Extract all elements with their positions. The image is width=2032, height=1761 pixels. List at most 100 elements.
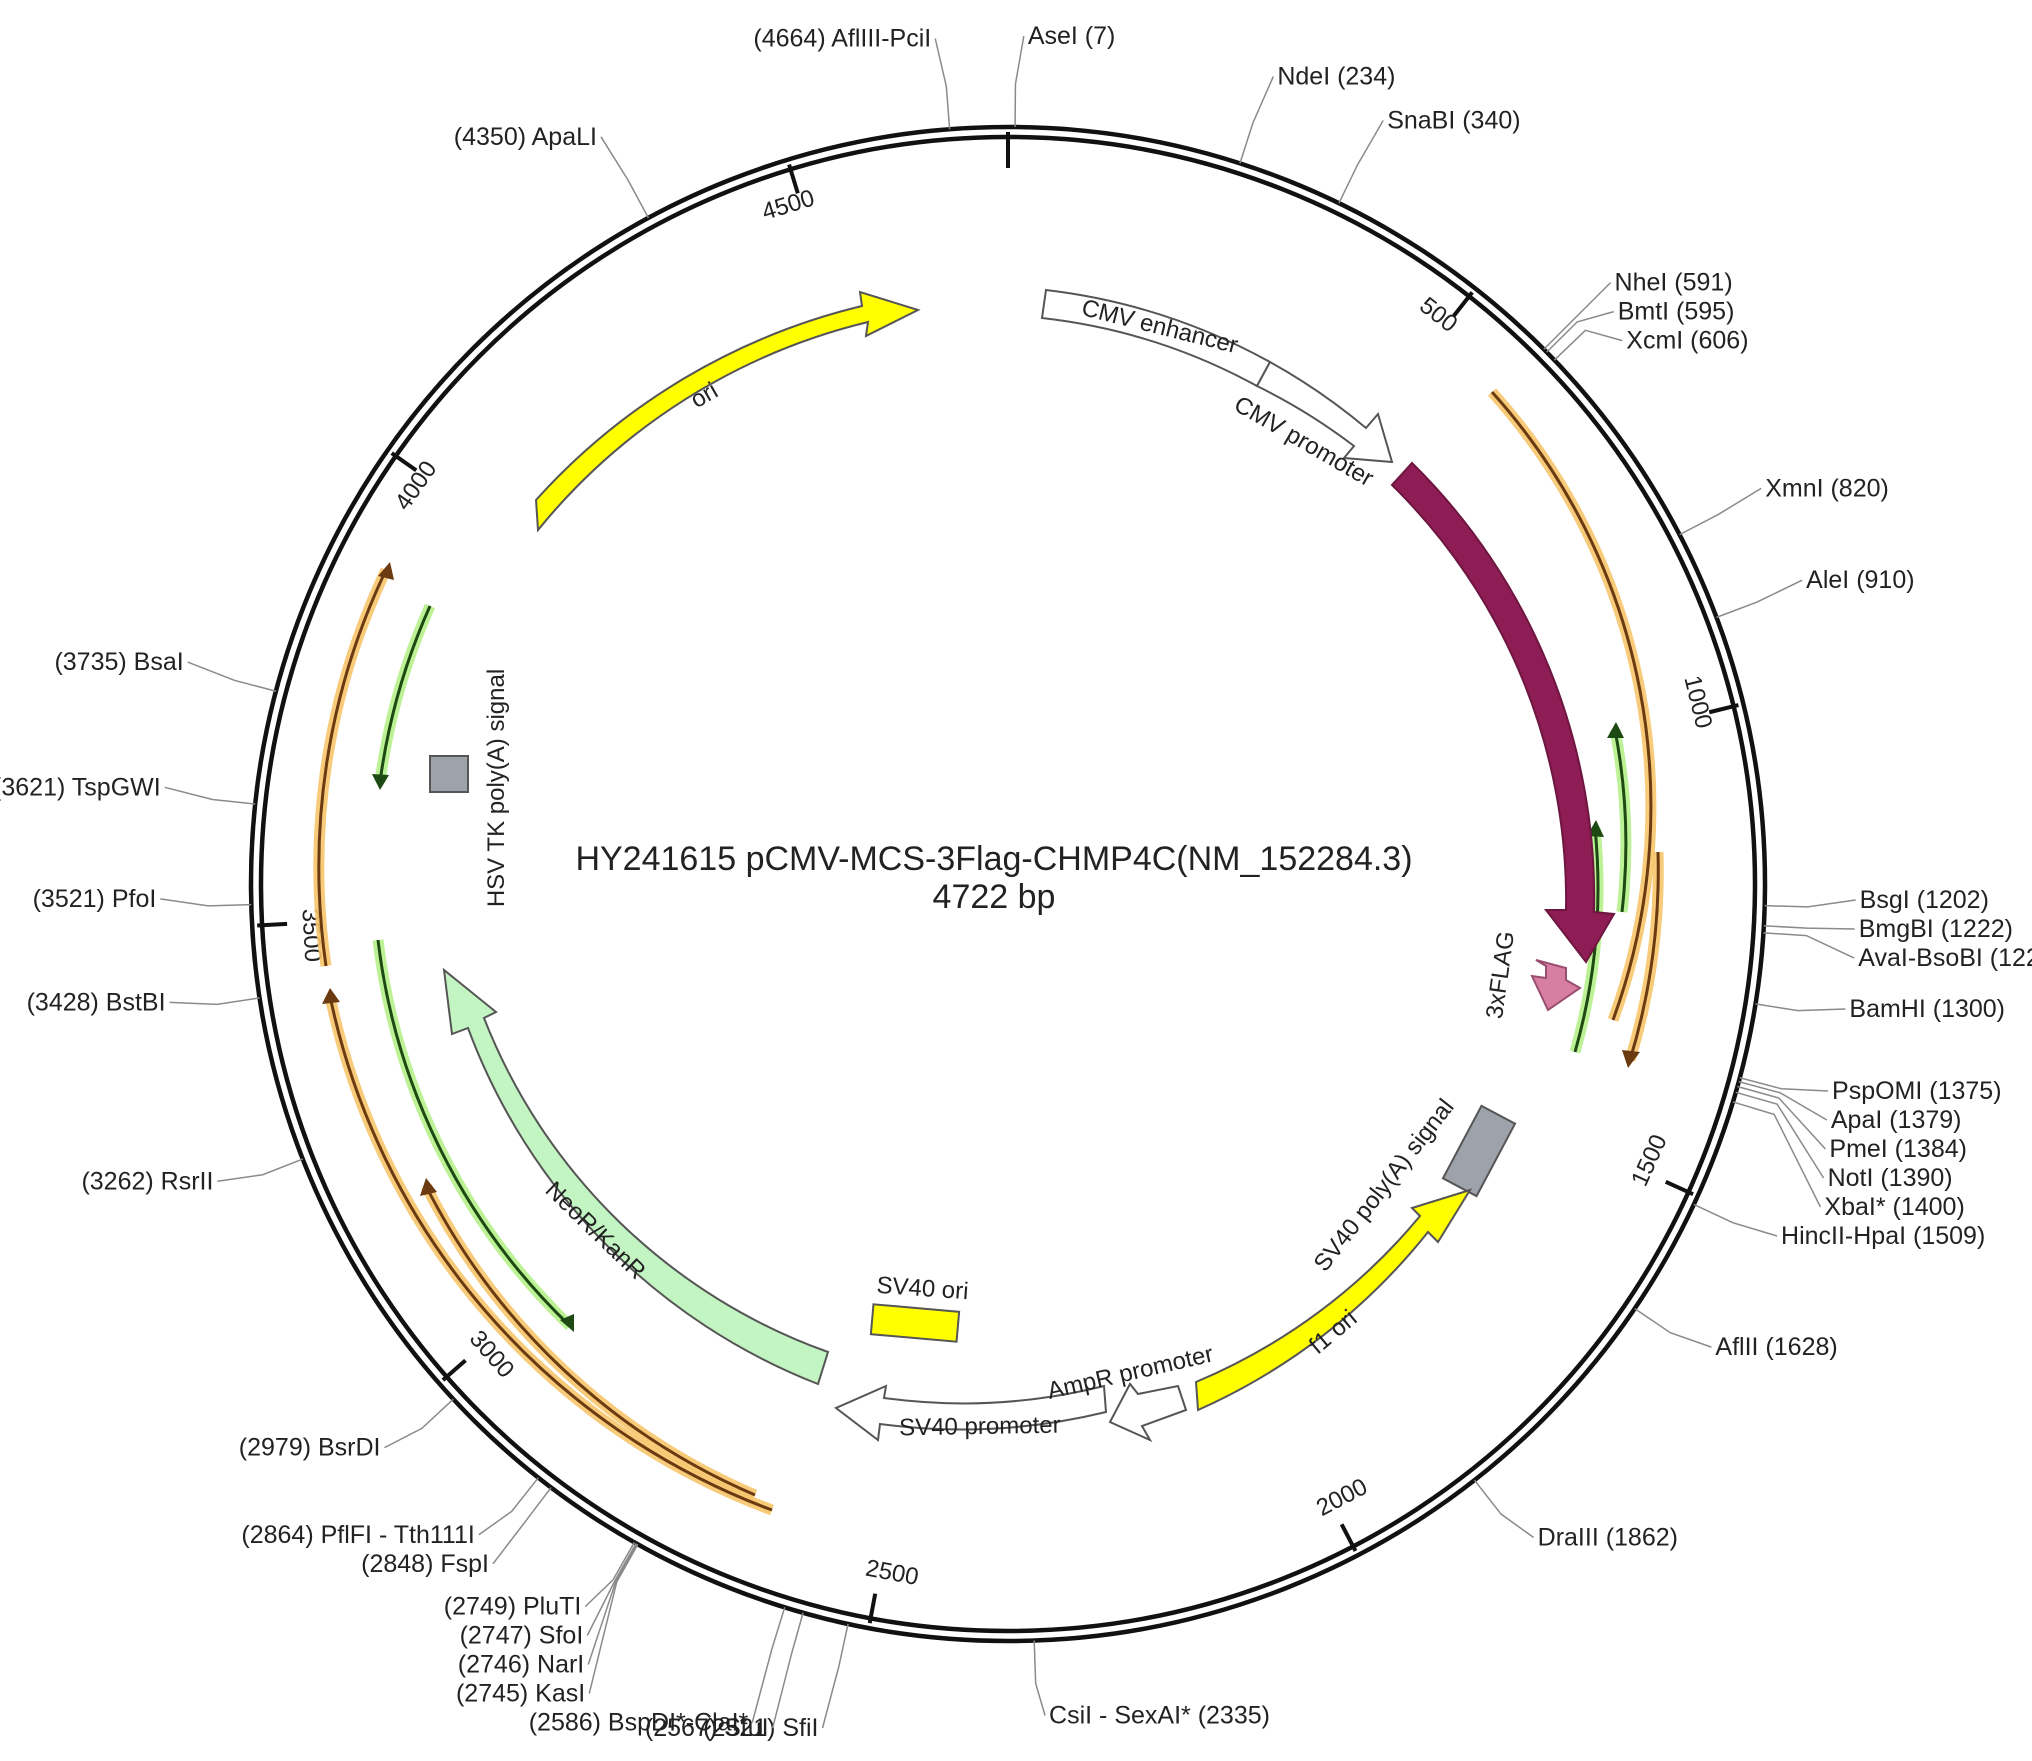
site-leader	[1738, 1080, 1828, 1121]
site-leader	[1763, 932, 1855, 959]
feature-sv40-promoter	[834, 1384, 1108, 1442]
orf-arc-orange	[424, 1185, 756, 1497]
tick-label: 2000	[1312, 1473, 1372, 1522]
restriction-site-label: AvaI-BsoBI (1229)	[1858, 944, 2032, 972]
orf-arc-green	[378, 605, 432, 783]
features	[429, 288, 1616, 1443]
feature-3xflag	[1530, 959, 1582, 1012]
orf-arc-orange	[317, 569, 388, 967]
restriction-site-label: (2746) NarI	[458, 1651, 584, 1679]
site-leader	[1679, 487, 1762, 536]
restriction-site-label: BsgI (1202)	[1860, 886, 1989, 914]
restriction-site-label: (2521) SfiI	[703, 1714, 818, 1742]
restriction-site-label: (4350) ApaLI	[454, 123, 597, 151]
feature-sv40-ori	[869, 1303, 961, 1343]
site-leader	[1543, 282, 1612, 350]
tick-mark	[787, 163, 800, 194]
backbone-outer-ring	[248, 124, 1768, 1644]
site-leader	[169, 997, 260, 1006]
tick-mark	[1339, 1523, 1358, 1552]
restriction-site-label: XmnI (820)	[1765, 474, 1889, 502]
tick-mark	[1452, 291, 1474, 318]
feature-label-hsv-tk-polya: HSV TK poly(A) signal	[483, 669, 510, 907]
orf-arc-orange-glow	[324, 994, 774, 1516]
orf-arrowhead	[1607, 722, 1624, 738]
orf-arrowhead	[322, 988, 340, 1004]
tick-mark	[441, 1358, 467, 1382]
site-leader	[1716, 579, 1803, 619]
site-leader	[1693, 1203, 1778, 1237]
orf-arcs	[313, 388, 1664, 1516]
site-leader	[1634, 1307, 1712, 1348]
orf-arc-green-glow	[374, 603, 436, 783]
site-leader	[821, 1623, 849, 1729]
tick-label: 4000	[390, 456, 443, 515]
restriction-site-label: ApaI (1379)	[1831, 1106, 1962, 1134]
orf-arrowhead	[1622, 1050, 1640, 1068]
plasmid-length: 4722 bp	[933, 878, 1056, 916]
site-leader	[751, 1607, 786, 1723]
site-leader	[771, 1612, 804, 1729]
restriction-site-label: (3521) PfoI	[33, 885, 157, 913]
restriction-site-label: DraIII (1862)	[1538, 1524, 1678, 1552]
site-leader	[1546, 310, 1614, 353]
restriction-site-label: (2745) KasI	[456, 1680, 585, 1708]
site-leader	[164, 786, 256, 805]
restriction-site-label: (3621) TspGWI	[0, 773, 161, 801]
tick-mark	[1664, 1179, 1694, 1196]
orf-arc-green	[376, 939, 572, 1328]
site-leader	[1014, 35, 1025, 128]
site-leader	[1473, 1479, 1535, 1539]
feature-ampr-promoter	[1108, 1382, 1188, 1443]
feature-label-sv40-promoter: SV40 promoter	[899, 1412, 1061, 1442]
tick-mark	[867, 1593, 878, 1624]
restriction-site-label: PmeI (1384)	[1829, 1135, 1967, 1163]
site-leader	[1763, 925, 1855, 930]
feature-label-sv40-polya: SV40 poly(A) signal	[1309, 1094, 1460, 1277]
orf-arrowhead	[372, 774, 389, 790]
site-leader	[1033, 1640, 1046, 1716]
feature-cmv-promoter	[1255, 360, 1394, 464]
restriction-site-label: NotI (1390)	[1828, 1164, 1953, 1192]
restriction-site-label: PspOMI (1375)	[1832, 1077, 2002, 1105]
feature-sv40-polya	[1441, 1104, 1517, 1198]
site-leader	[1739, 1077, 1829, 1092]
site-leader	[1553, 329, 1623, 361]
plasmid-name: HY241615 pCMV-MCS-3Flag-CHMP4C(NM_152284…	[575, 840, 1412, 878]
tick-label: 500	[1414, 292, 1462, 338]
restriction-site-label: SnaBI (340)	[1387, 107, 1520, 135]
restriction-site-label: BmtI (595)	[1618, 298, 1735, 326]
site-leader	[1755, 1003, 1846, 1012]
feature-hsv-tk-polya	[429, 755, 469, 793]
restriction-site-label: (3262) RsrII	[81, 1167, 213, 1195]
restriction-site-label: (2586) BspDI*-ClaI*	[529, 1709, 749, 1737]
restriction-site-label: (3735) BsaI	[54, 648, 183, 676]
site-leader	[1239, 76, 1275, 164]
restriction-site-label: XcmI (606)	[1626, 327, 1748, 355]
restriction-site-label: NdeI (234)	[1277, 62, 1395, 90]
orf-arrowhead	[420, 1178, 437, 1196]
restriction-site-label: (2848) FspI	[361, 1550, 489, 1578]
orf-arrowhead	[378, 562, 394, 580]
tick-label: 1000	[1678, 673, 1717, 731]
feature-label-sv40-ori: SV40 ori	[876, 1272, 970, 1305]
tick-mark	[1708, 703, 1739, 715]
tick-label: 1500	[1626, 1131, 1673, 1191]
restriction-site-label: XbaI* (1400)	[1824, 1193, 1964, 1221]
orf-arc-green	[1613, 729, 1628, 913]
site-leader	[587, 1543, 638, 1665]
site-leader	[384, 1398, 454, 1449]
orf-arrowhead	[560, 1314, 574, 1332]
site-leader	[1735, 1091, 1825, 1179]
restriction-site-label: AflII (1628)	[1715, 1333, 1837, 1361]
site-leader	[217, 1158, 304, 1182]
site-leader	[478, 1477, 539, 1536]
site-leader	[187, 661, 277, 692]
tick-label: 4500	[759, 185, 818, 226]
restriction-site-label: AleI (910)	[1806, 566, 1914, 594]
site-leader	[1737, 1085, 1826, 1150]
restriction-site-label: CsiI - SexAI* (2335)	[1049, 1701, 1270, 1729]
feature-chmp4c	[1390, 461, 1616, 964]
site-leader	[934, 38, 951, 130]
